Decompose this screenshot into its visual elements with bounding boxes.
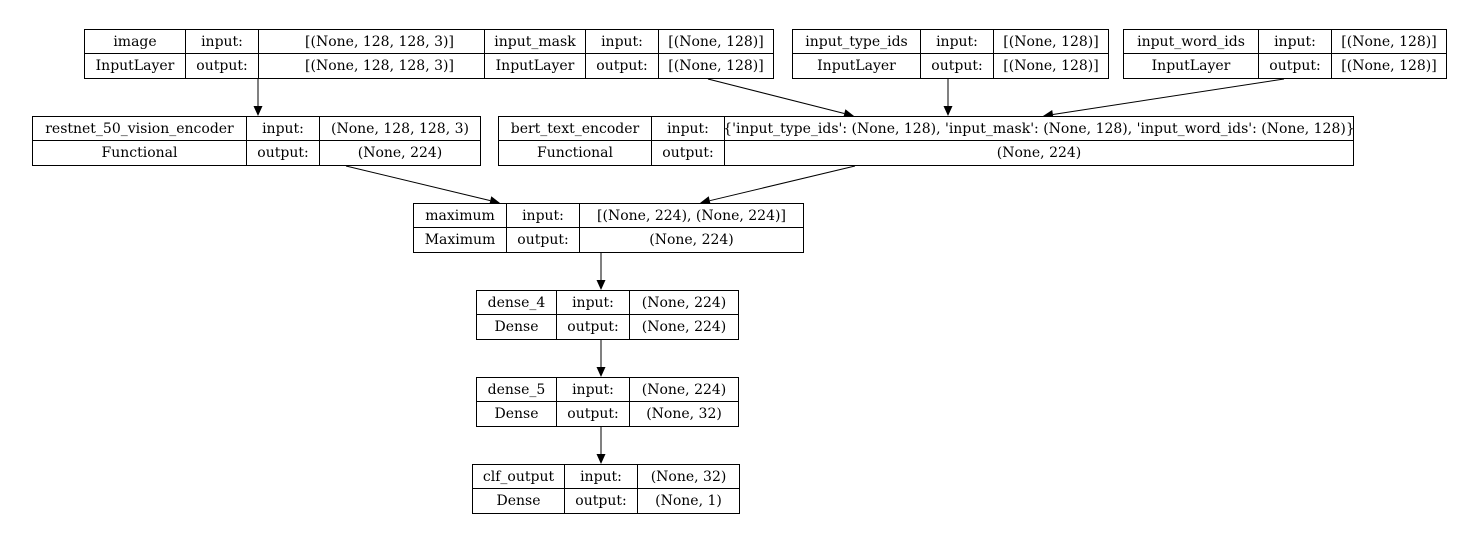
layer-type: Functional bbox=[33, 141, 247, 165]
arrowhead-icon bbox=[596, 280, 606, 290]
layer-type: Maximum bbox=[414, 228, 507, 252]
edge-line bbox=[1052, 78, 1285, 115]
edge-maximum-to-dense-4 bbox=[596, 253, 606, 290]
output-shape: [(None, 128)] bbox=[1341, 58, 1437, 74]
input-shape: [(None, 224), (None, 224)] bbox=[580, 204, 803, 228]
output-shape: (None, 224) bbox=[357, 145, 443, 161]
output-label: output: bbox=[557, 315, 630, 339]
edge-image-to-restnet-50-vision-encoder bbox=[253, 79, 263, 116]
input-shape: (None, 32) bbox=[638, 465, 739, 489]
layer-type: InputLayer bbox=[793, 54, 921, 78]
layer-name: input_word_ids bbox=[1124, 30, 1259, 54]
output-label: output: bbox=[186, 54, 259, 78]
edge-input-type-ids-to-bert-text-encoder bbox=[943, 79, 953, 116]
input-label: input: bbox=[586, 30, 659, 54]
arrowhead-icon bbox=[843, 109, 854, 118]
arrowhead-icon bbox=[489, 196, 500, 205]
edge-dense-5-to-clf-output bbox=[596, 427, 606, 464]
edge-restnet-50-vision-encoder-to-maximum bbox=[345, 165, 500, 205]
arrowhead-icon bbox=[596, 367, 606, 377]
output-label: output: bbox=[921, 54, 994, 78]
layer-name: dense_5 bbox=[477, 378, 557, 402]
layer-name: input_type_ids bbox=[793, 30, 921, 54]
layer-name: image bbox=[85, 30, 186, 54]
input-shape: [(None, 128, 128, 3)] bbox=[259, 30, 500, 54]
arrowhead-icon bbox=[253, 106, 263, 116]
input-label: input: bbox=[565, 465, 638, 489]
arrowhead-icon bbox=[943, 106, 953, 116]
arrowhead-icon bbox=[700, 196, 711, 206]
edge-line bbox=[707, 78, 845, 115]
input-label: input: bbox=[247, 117, 320, 141]
input-label: input: bbox=[921, 30, 994, 54]
output-label: output: bbox=[652, 141, 725, 165]
input-label: input: bbox=[1259, 30, 1332, 54]
input-shape: (None, 224) bbox=[630, 378, 738, 402]
edge-line bbox=[709, 165, 856, 202]
input-label: input: bbox=[507, 204, 580, 228]
input-shape: {'input_type_ids': (None, 128), 'input_m… bbox=[725, 117, 1353, 141]
edge-input-word-ids-to-bert-text-encoder bbox=[1043, 78, 1285, 119]
output-shape: [(None, 128)] bbox=[668, 58, 764, 74]
input-shape: [(None, 128)] bbox=[1332, 30, 1446, 54]
input-label: input: bbox=[652, 117, 725, 141]
layer-name: bert_text_encoder bbox=[499, 117, 652, 141]
layer-type: InputLayer bbox=[1124, 54, 1259, 78]
layer-name: input_mask bbox=[485, 30, 586, 54]
output-label: output: bbox=[1259, 54, 1332, 78]
edge-bert-text-encoder-to-maximum bbox=[700, 165, 856, 206]
input-shape: [(None, 128)] bbox=[994, 30, 1108, 54]
edge-dense-4-to-dense-5 bbox=[596, 340, 606, 377]
edge-input-mask-to-bert-text-encoder bbox=[707, 78, 854, 118]
input-shape: (None, 128, 128, 3) bbox=[320, 117, 480, 141]
input-label: input: bbox=[186, 30, 259, 54]
edge-line bbox=[345, 165, 491, 202]
output-shape: (None, 224) bbox=[641, 319, 727, 335]
layer-type: InputLayer bbox=[85, 54, 186, 78]
input-shape: [(None, 128)] bbox=[659, 30, 773, 54]
output-label: output: bbox=[586, 54, 659, 78]
arrowhead-icon bbox=[596, 454, 606, 464]
output-label: output: bbox=[557, 402, 630, 426]
output-shape: (None, 224) bbox=[996, 145, 1082, 161]
output-label: output: bbox=[507, 228, 580, 252]
layer-type: Dense bbox=[477, 315, 557, 339]
layer-type: InputLayer bbox=[485, 54, 586, 78]
layer-name: dense_4 bbox=[477, 291, 557, 315]
layer-name: restnet_50_vision_encoder bbox=[33, 117, 247, 141]
layer-type: Dense bbox=[477, 402, 557, 426]
layer-name: maximum bbox=[414, 204, 507, 228]
input-shape: (None, 224) bbox=[630, 291, 738, 315]
layer-type: Dense bbox=[473, 489, 565, 513]
output-label: output: bbox=[565, 489, 638, 513]
input-label: input: bbox=[557, 291, 630, 315]
output-shape: [(None, 128, 128, 3)] bbox=[305, 58, 454, 74]
output-label: output: bbox=[247, 141, 320, 165]
layer-type: Functional bbox=[499, 141, 652, 165]
output-shape: [(None, 128)] bbox=[1003, 58, 1099, 74]
output-shape: (None, 224) bbox=[649, 232, 734, 248]
input-label: input: bbox=[557, 378, 630, 402]
output-shape: (None, 1) bbox=[655, 493, 722, 509]
layer-name: clf_output bbox=[473, 465, 565, 489]
output-shape: (None, 32) bbox=[646, 406, 722, 422]
